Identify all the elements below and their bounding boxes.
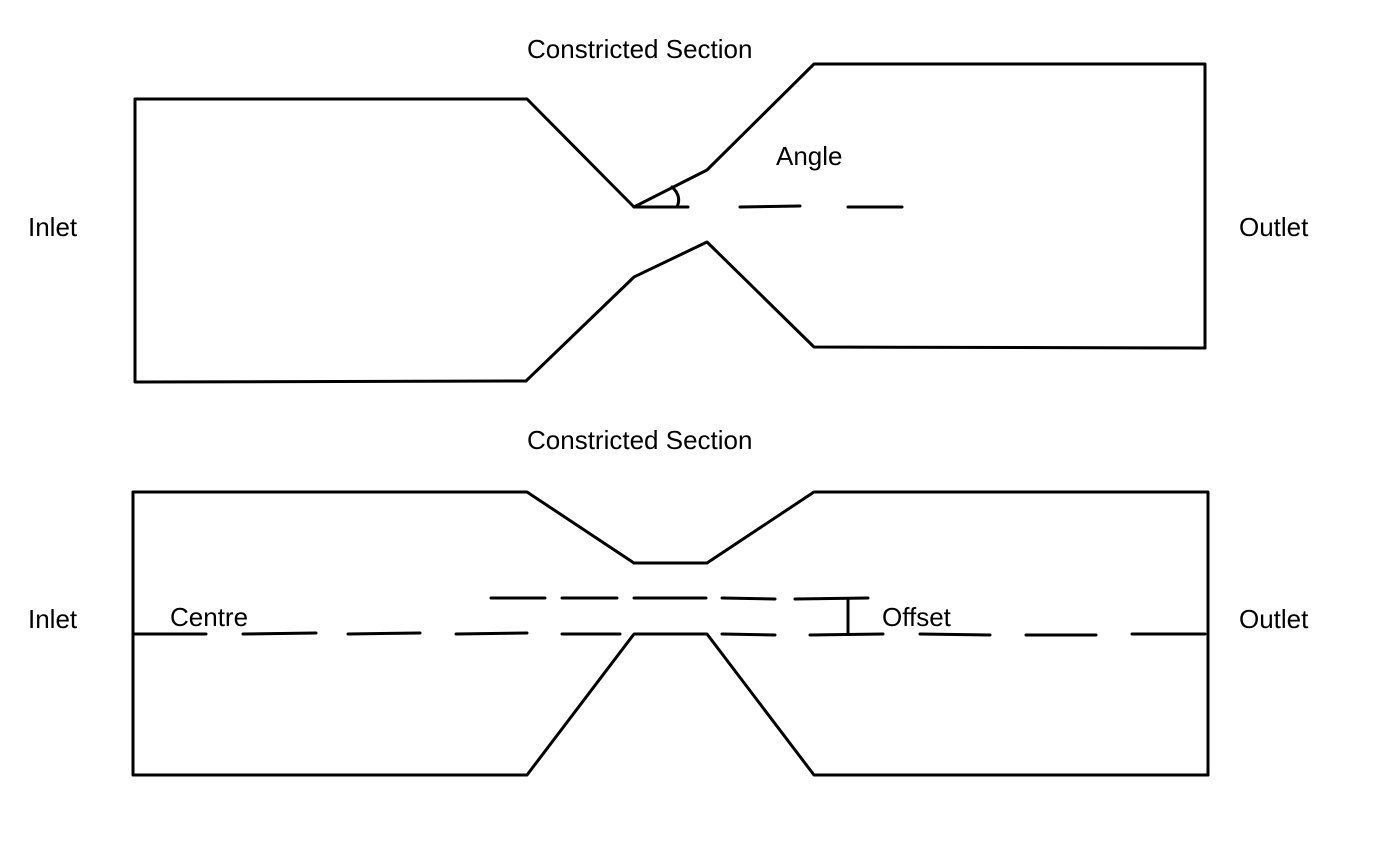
angle-label: Angle [776, 141, 843, 171]
offset-label: Offset [882, 602, 951, 632]
top-inlet-label: Inlet [28, 212, 78, 242]
centre-label: Centre [170, 602, 249, 632]
bottom-outlet-label: Outlet [1239, 604, 1309, 634]
top-lower-wall [133, 97, 1207, 384]
top-centreline-dash [738, 204, 802, 209]
top-upper-wall [133, 62, 1207, 350]
bottom-centreline [131, 631, 1207, 637]
bottom-diagram-title: Constricted Section [527, 425, 753, 455]
bottom-upper-wall [131, 490, 1210, 777]
bottom-lower-wall [131, 490, 1210, 777]
angle-arc [670, 185, 681, 209]
top-outlet-label: Outlet [1239, 212, 1309, 242]
bottom-offset-centreline [489, 596, 870, 601]
bottom-inlet-label: Inlet [28, 604, 78, 634]
top-diagram-title: Constricted Section [527, 34, 753, 64]
